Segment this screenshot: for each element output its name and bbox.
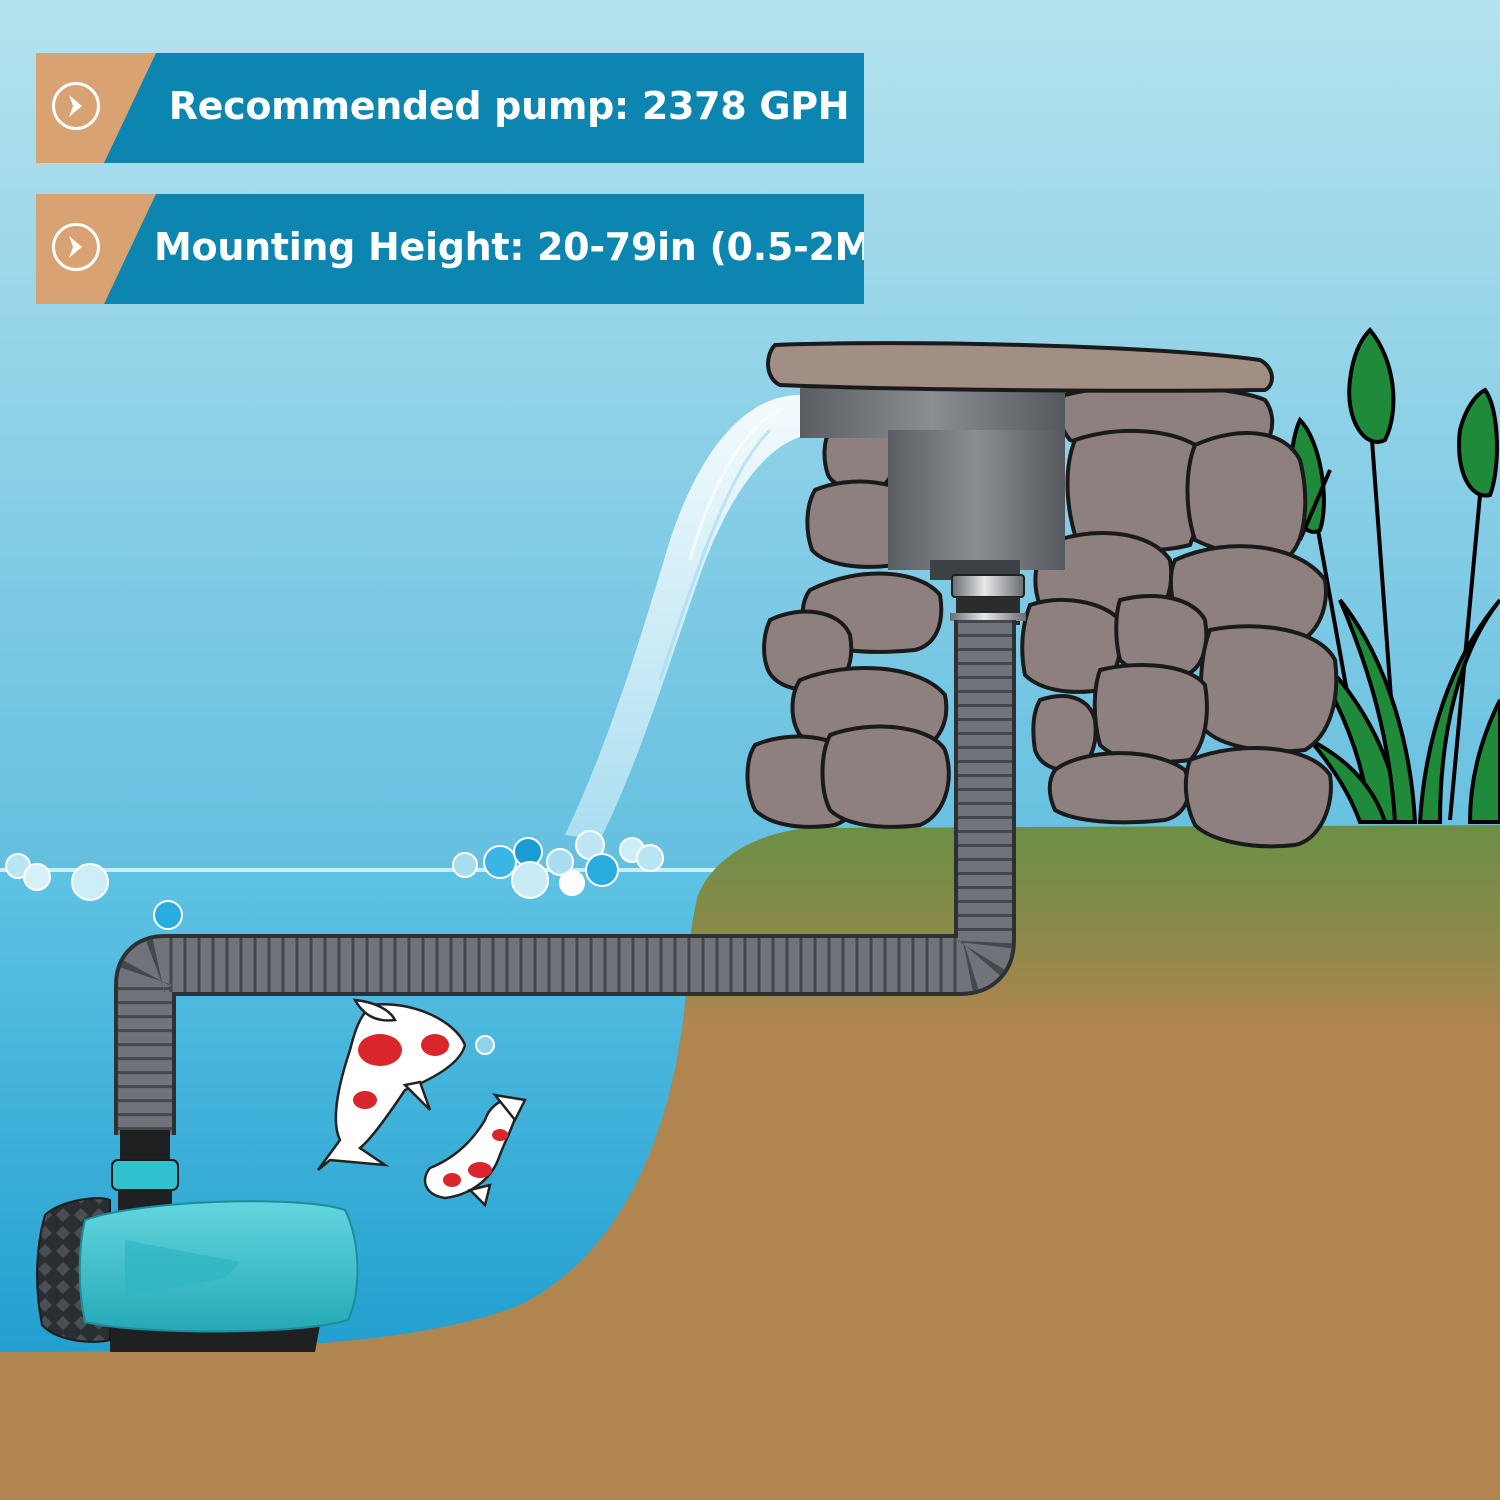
waterfall-spout [800, 388, 1065, 580]
banner-background [104, 194, 864, 304]
koi-fish-small [423, 1093, 527, 1208]
chevron-right-circle-icon [52, 223, 100, 271]
koi-fish-large [316, 998, 467, 1171]
flexible-hose [114, 620, 1016, 1135]
pond-bank-ground [0, 825, 1500, 1500]
cattail-reeds [1287, 327, 1500, 824]
recommended-pump-label: Recommended pump: 2378 GPH [168, 84, 850, 128]
stone-pillar [745, 383, 1339, 849]
submersible-pump [36, 1130, 359, 1352]
chevron-right-circle-icon [52, 82, 100, 130]
recommended-pump-banner: Recommended pump: 2378 GPH [36, 53, 864, 163]
mounting-height-banner: Mounting Height: 20-79in (0.5-2M) [36, 194, 864, 304]
banner-background [104, 53, 864, 163]
splash-bubbles [5, 830, 664, 1055]
hose-fitting [950, 574, 1026, 625]
stone-slab [766, 341, 1274, 393]
mounting-height-label: Mounting Height: 20-79in (0.5-2M) [154, 225, 864, 269]
